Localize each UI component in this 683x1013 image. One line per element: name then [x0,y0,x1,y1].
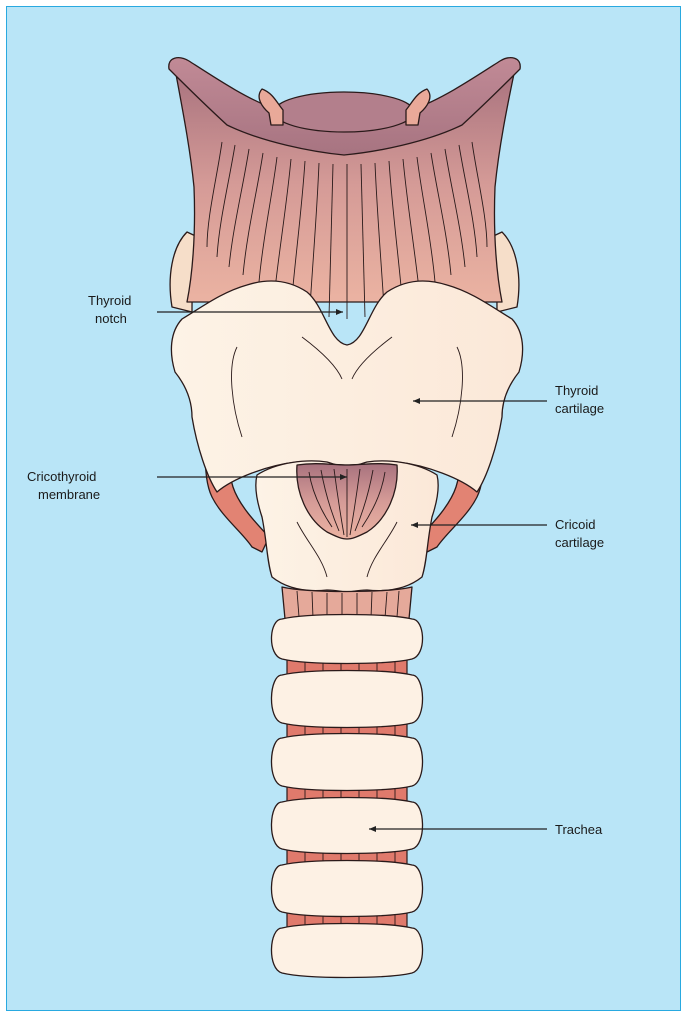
diagram-frame: Thyroid notch Thyroid cartilage Cricothy… [6,6,681,1011]
larynx-diagram: Thyroid notch Thyroid cartilage Cricothy… [7,7,681,1011]
tracheal-ring-4 [271,798,422,854]
tracheal-ring-2 [271,671,422,728]
label-cricoid-cartilage-line1: Cricoid [555,517,595,532]
label-thyroid-notch-line1: Thyroid [88,293,131,308]
label-cricoid-cartilage-line2: cartilage [555,535,604,550]
label-thyroid-notch-line2: notch [95,311,127,326]
label-trachea-text: Trachea [555,822,603,837]
tracheal-ring-5 [271,861,422,917]
label-thyroid-cartilage-line1: Thyroid [555,383,598,398]
tracheal-ring-6 [271,924,422,978]
trachea [271,615,422,978]
hyoid-body-top [274,92,414,132]
label-cricothyroid-membrane-line2: membrane [38,487,100,502]
label-cricothyroid-membrane-line1: Cricothyroid [27,469,96,484]
tracheal-ring-3 [271,734,422,791]
tracheal-ring-1 [271,615,422,664]
arrow-thyroid-notch [336,309,343,315]
label-thyroid-cartilage-line2: cartilage [555,401,604,416]
